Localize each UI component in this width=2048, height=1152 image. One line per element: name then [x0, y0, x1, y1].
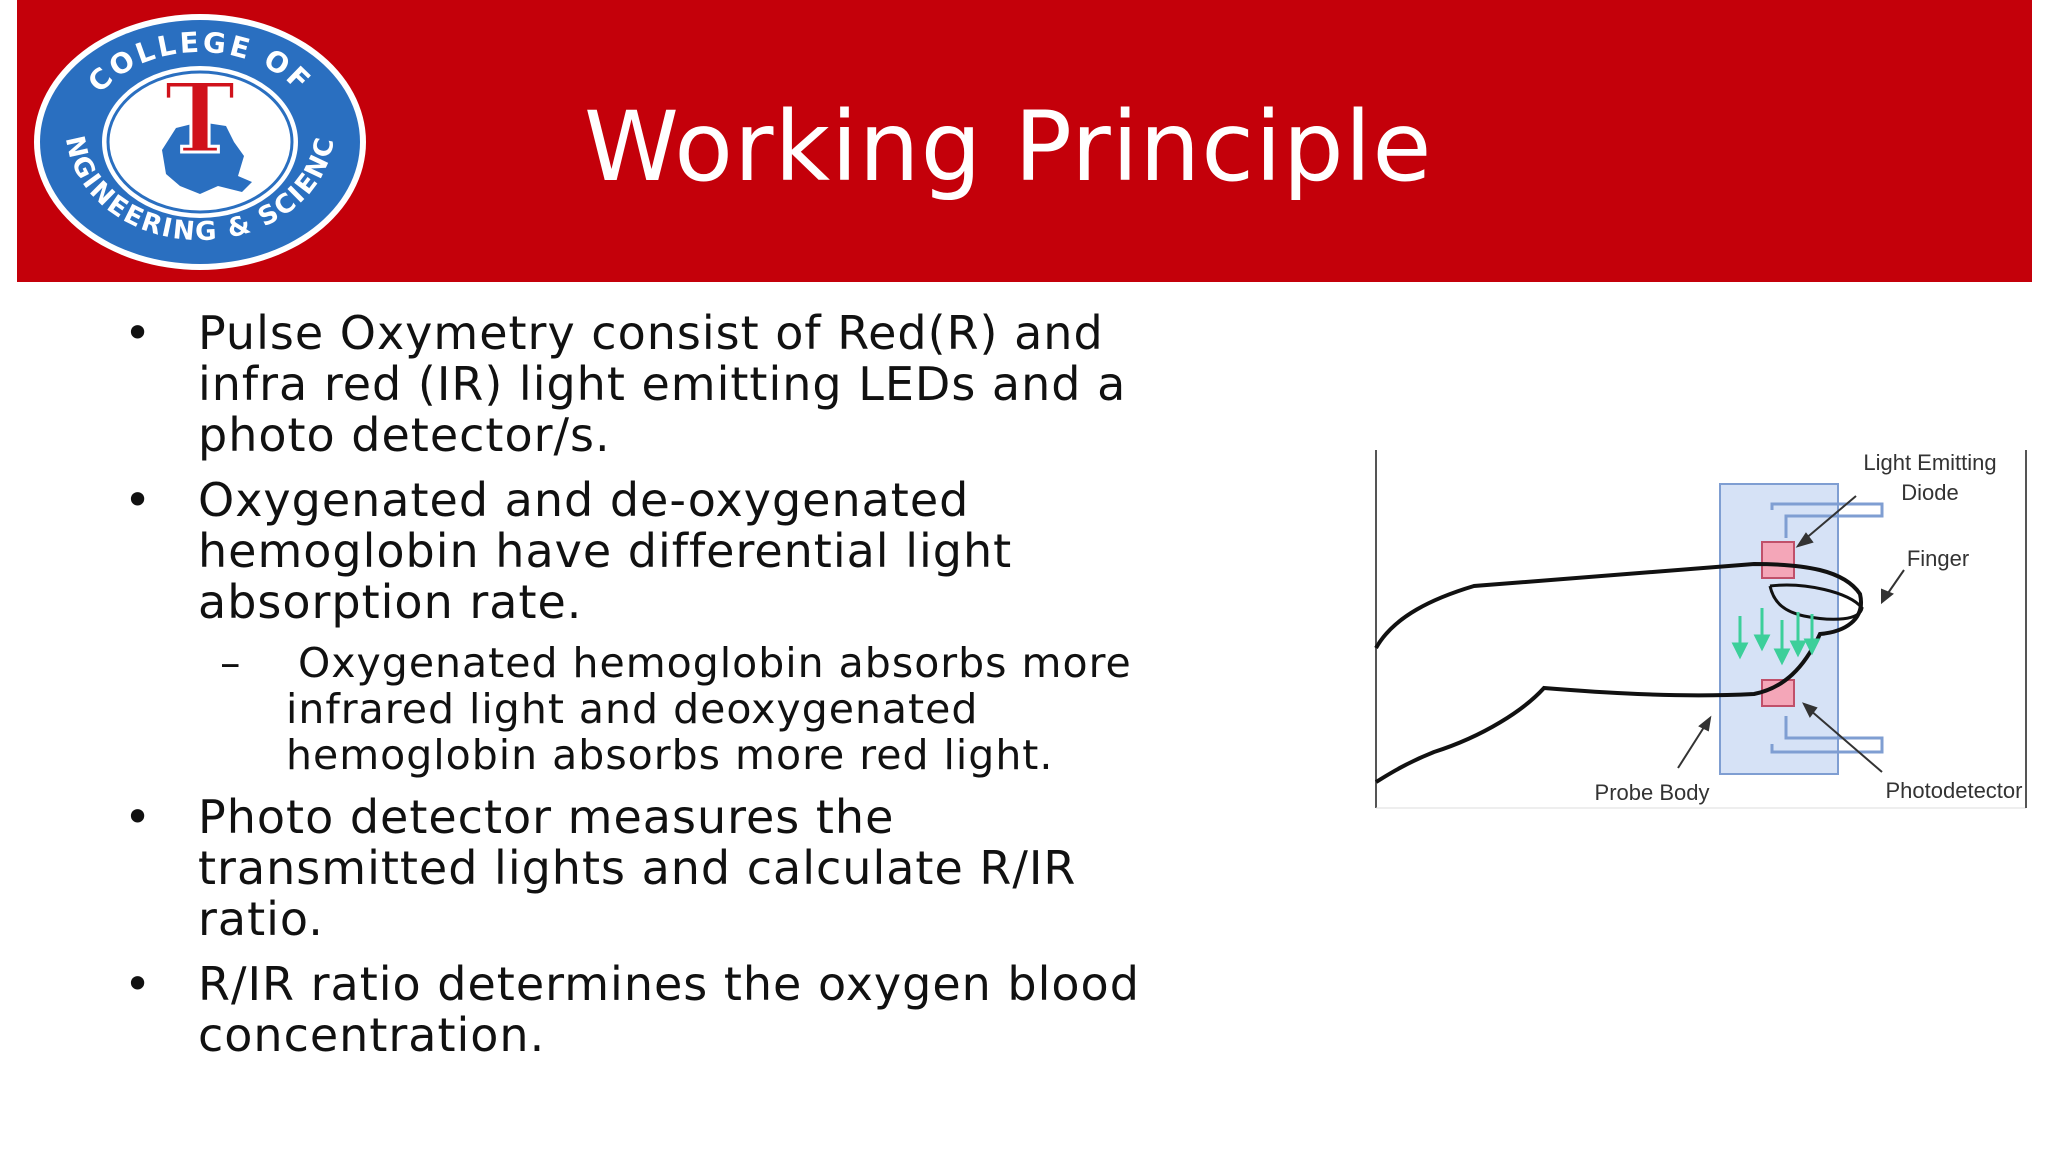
bullet-marker: • — [124, 957, 153, 1011]
bullet-item: • Oxygenated and de-oxygenated hemoglobi… — [120, 475, 1340, 628]
callout-arrows — [1677, 495, 1905, 773]
bullet-line: Oxygenated and de-oxygenated — [198, 473, 970, 527]
bullet-line: R/IR ratio determines the oxygen blood — [198, 957, 1140, 1011]
led-emitter — [1761, 541, 1795, 579]
label-led-line2: Diode — [1901, 480, 1958, 505]
light-rays — [1731, 608, 1821, 666]
light-ray-arrowhead — [1773, 648, 1791, 666]
fingernail-outline — [1768, 583, 1864, 621]
bullet-item: • Photo detector measures the transmitte… — [120, 792, 1340, 945]
bullet-marker: • — [124, 473, 153, 527]
light-ray-arrowhead — [1753, 634, 1771, 652]
light-ray-arrowhead — [1803, 638, 1821, 656]
bullet-line: ratio. — [198, 892, 324, 946]
sub-bullet-text: Oxygenated hemoglobin absorbs more infra… — [286, 640, 1340, 778]
college-logo: COLLEGE OF ENGINEERING & SCIENCE T — [30, 10, 366, 270]
bullet-line: photo detector/s. — [198, 408, 611, 462]
photodetector-callout-line — [1809, 709, 1883, 773]
finger-callout-line — [1885, 569, 1905, 597]
bullet-line: Photo detector measures the — [198, 790, 895, 844]
label-photodetector: Photodetector — [1886, 778, 2023, 803]
probe-lower-bracket — [1770, 716, 1884, 754]
finger-outline — [1374, 561, 1863, 784]
photodetector-callout-arrowhead — [1802, 702, 1818, 718]
logo-inner-ring — [106, 70, 294, 214]
bullet-item: • Pulse Oxymetry consist of Red(R) and i… — [120, 308, 1340, 461]
label-probe-body: Probe Body — [1595, 780, 1710, 805]
bullet-line: absorption rate. — [198, 575, 583, 629]
sub-bullet-line: infrared light and deoxygenated — [286, 685, 979, 733]
probe-upper-bracket — [1770, 502, 1884, 538]
bullet-line: infra red (IR) light emitting LEDs and a — [198, 357, 1127, 411]
label-finger: Finger — [1907, 546, 1969, 571]
logo-state-silhouette — [162, 122, 252, 194]
led-callout-arrowhead — [1795, 532, 1814, 548]
probe-callout-line — [1677, 723, 1707, 769]
bullet-line: concentration. — [198, 1008, 546, 1062]
bullet-item: • R/IR ratio determines the oxygen blood… — [120, 959, 1340, 1061]
slide-title: Working Principle — [584, 91, 1433, 203]
probe-callout-arrowhead — [1698, 715, 1712, 732]
sub-bullet-item: – Oxygenated hemoglobin absorbs more inf… — [220, 640, 1340, 778]
bullet-marker: • — [124, 790, 153, 844]
pulse-oximeter-diagram: Light Emitting Diode Finger Probe Body P… — [1374, 448, 2028, 810]
sub-bullet-line: hemoglobin absorbs more red light. — [286, 731, 1054, 779]
bullet-line: transmitted lights and calculate R/IR — [198, 841, 1077, 895]
bullet-list: • Pulse Oxymetry consist of Red(R) and i… — [120, 308, 1340, 1075]
finger-callout-arrowhead — [1881, 588, 1894, 605]
logo-monogram: T — [164, 62, 235, 175]
sub-bullet-line: Oxygenated hemoglobin absorbs more — [298, 639, 1132, 687]
light-ray-arrowhead — [1731, 642, 1749, 660]
bullet-marker: • — [124, 306, 153, 360]
sub-bullet-marker: – — [220, 639, 242, 687]
bullet-line: hemoglobin have differential light — [198, 524, 1013, 578]
light-ray-arrowhead — [1789, 640, 1807, 658]
led-callout-line — [1803, 495, 1857, 541]
bullet-line: Pulse Oxymetry consist of Red(R) and — [198, 306, 1104, 360]
label-led-line1: Light Emitting — [1863, 450, 1996, 475]
